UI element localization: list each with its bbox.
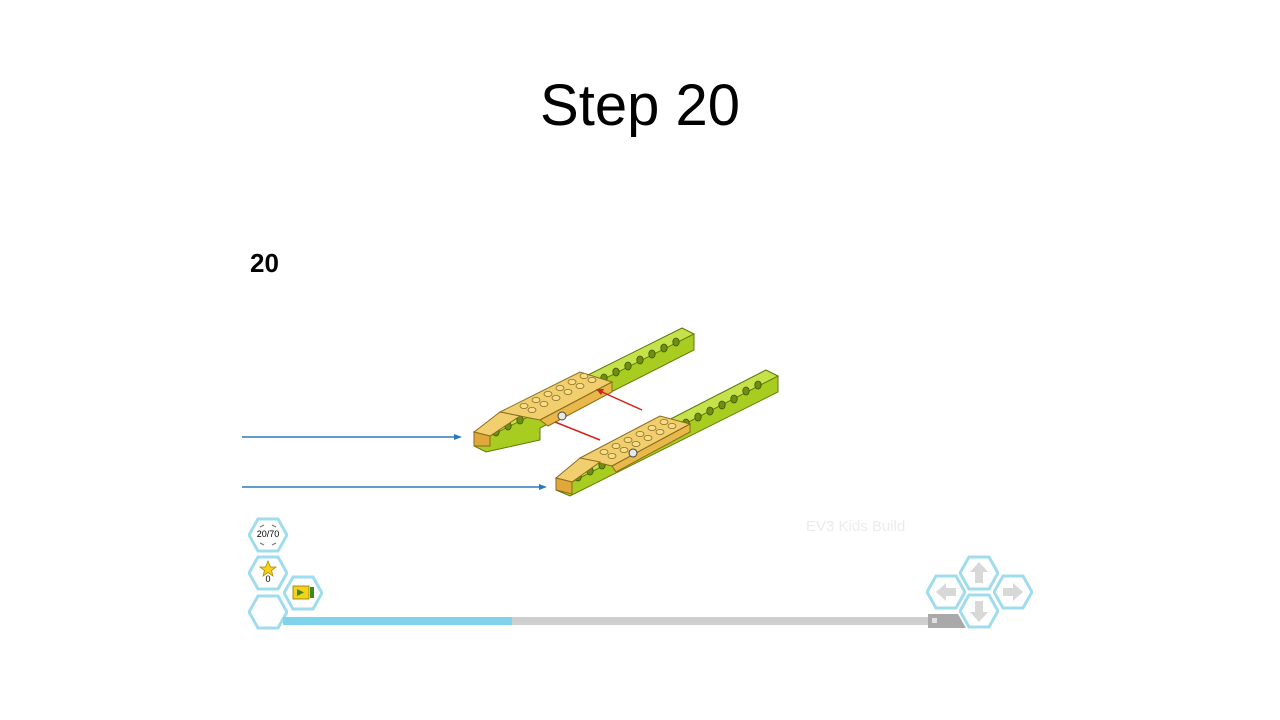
beam-hole: [648, 349, 656, 359]
beam-hole: [612, 367, 620, 377]
step-number: 20: [250, 248, 279, 278]
plate-stud: [519, 402, 529, 409]
progress-bar[interactable]: [283, 617, 928, 625]
plate-stud: [551, 394, 561, 401]
beam-hole: [742, 386, 750, 396]
arrow-left-icon: [936, 583, 956, 601]
plate-stud: [587, 376, 597, 383]
plate-stud: [659, 418, 669, 425]
beam-hole: [718, 400, 726, 410]
hexagon-icon: [248, 594, 288, 630]
plate-stud: [607, 452, 617, 459]
plate-stud: [631, 440, 641, 447]
plate-stud: [623, 436, 633, 443]
plate-stud: [619, 446, 629, 453]
plate-stud: [543, 390, 553, 397]
arrow-right-icon: [1003, 583, 1023, 601]
play-icon: [292, 585, 314, 600]
plate-stud: [655, 428, 665, 435]
beam-hole: [694, 412, 702, 422]
pointer-arrow-upper: [242, 434, 462, 440]
plate-stud: [643, 434, 653, 441]
beam-hole: [754, 380, 762, 390]
beam-hole: [730, 394, 738, 404]
plate-stud: [579, 372, 589, 379]
assembly-arrow-1: [554, 421, 601, 441]
plate-studs-upper: [519, 372, 597, 413]
down-button[interactable]: [959, 593, 999, 629]
plate-stud: [575, 382, 585, 389]
slide-title: Step 20: [540, 73, 740, 138]
plate-stud: [531, 396, 541, 403]
plate-stud: [555, 384, 565, 391]
beam-hole: [706, 406, 714, 416]
play-button[interactable]: [283, 575, 323, 611]
plate-stud: [527, 406, 537, 413]
plate-stud: [539, 400, 549, 407]
prev-step-button[interactable]: [926, 574, 966, 610]
assembly-arrow-2: [596, 389, 643, 411]
plate-stud: [635, 430, 645, 437]
hand-star-icon: [258, 559, 278, 577]
arrow-down-icon: [970, 601, 988, 622]
progress-end-tab: [928, 614, 966, 628]
step-counter-button[interactable]: 20/70: [248, 517, 288, 553]
stars-count: 0: [265, 574, 271, 584]
plate-stud: [599, 448, 609, 455]
up-button[interactable]: [959, 555, 999, 591]
next-step-button[interactable]: [993, 574, 1033, 610]
plate-stud: [611, 442, 621, 449]
arrow-up-icon: [970, 562, 988, 583]
pointer-arrow-lower: [242, 484, 547, 490]
plate-studs-lower: [599, 418, 677, 459]
plate-stud: [567, 378, 577, 385]
plate-stud: [667, 422, 677, 429]
step-counter-label: 20/70: [256, 529, 280, 539]
beam-hole: [624, 361, 632, 371]
beam-hole: [672, 337, 680, 347]
beam-hole: [660, 343, 668, 353]
plate-stud: [563, 388, 573, 395]
connector-pin-lower: [628, 448, 638, 458]
connector-pin-upper: [557, 411, 567, 421]
stars-button[interactable]: 0: [248, 555, 288, 591]
beam-hole: [636, 355, 644, 365]
progress-fill: [283, 617, 512, 625]
watermark-text: EV3 Kids Build: [806, 518, 906, 535]
blank-hex-button[interactable]: [248, 594, 288, 630]
plate-stud: [647, 424, 657, 431]
